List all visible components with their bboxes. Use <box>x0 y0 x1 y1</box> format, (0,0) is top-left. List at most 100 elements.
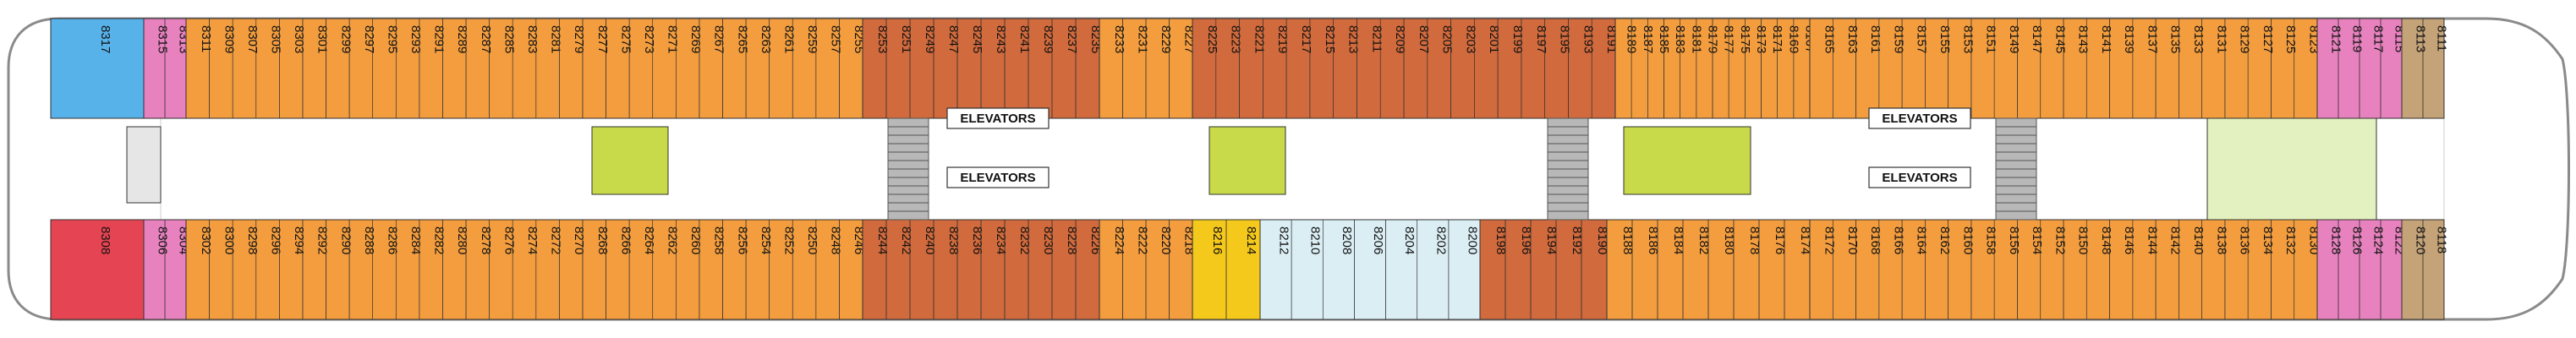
bottom-cabin-number: 8236 <box>970 226 984 254</box>
top-cabin-number: 8139 <box>2122 25 2136 53</box>
bottom-cabin-number: 8118 <box>2435 226 2449 254</box>
top-cabin-number: 8263 <box>759 25 773 53</box>
top-cabin-number: 8121 <box>2329 25 2343 53</box>
bottom-cabin-number: 8272 <box>549 226 563 254</box>
top-cabin-number: 8297 <box>362 25 376 53</box>
top-cabin-number: 8129 <box>2238 25 2252 53</box>
bottom-cabin-number: 8126 <box>2350 226 2365 254</box>
bottom-cabin-number: 8132 <box>2283 226 2298 254</box>
bottom-cabin-number: 8180 <box>1722 226 1736 254</box>
bottom-block <box>50 219 145 320</box>
bottom-cabin-number: 8294 <box>292 226 306 254</box>
bottom-cabin-number: 8212 <box>1277 226 1291 254</box>
feature-area <box>2206 117 2377 221</box>
top-cabin-number: 8291 <box>432 25 447 53</box>
elevator-label: ELEVATORS <box>960 171 1035 185</box>
bottom-cabin-number: 8280 <box>455 226 469 254</box>
bottom-cabin-number: 8254 <box>759 226 773 254</box>
top-cabin-number: 8289 <box>455 25 469 53</box>
top-cabin-number: 8305 <box>269 25 283 53</box>
bottom-cabin-number: 8308 <box>98 226 112 254</box>
top-cabin-number: 8267 <box>712 25 726 53</box>
bottom-cabin-number: 8172 <box>1822 226 1837 254</box>
bottom-cabin-number: 8152 <box>2053 226 2067 254</box>
bottom-cabin-number: 8142 <box>2168 226 2183 254</box>
top-cabin-number: 8281 <box>549 25 563 53</box>
top-cabin-number: 8299 <box>338 25 353 53</box>
bottom-cabin-number: 8124 <box>2371 226 2386 254</box>
top-cabin-number: 8145 <box>2053 25 2067 53</box>
bottom-cabin-number: 8258 <box>712 226 726 254</box>
bottom-cabin-number: 8222 <box>1135 226 1149 254</box>
top-cabin-number: 8245 <box>970 25 984 53</box>
top-cabin-number: 8135 <box>2168 25 2183 53</box>
top-cabin-number: 8311 <box>199 25 213 52</box>
elevator-label: ELEVATORS <box>960 112 1035 126</box>
top-cabin-number: 8239 <box>1041 25 1055 53</box>
top-cabin-number: 8141 <box>2099 25 2113 53</box>
top-cabin-number: 8309 <box>222 25 236 53</box>
elevator-box <box>1868 166 1971 188</box>
top-cabin-number: 8201 <box>1487 25 1501 53</box>
bottom-cabin <box>2422 219 2445 320</box>
bottom-cabin-number: 8220 <box>1159 226 1173 254</box>
bottom-cabin-number: 8298 <box>245 226 260 254</box>
top-cabin-number: 8287 <box>479 25 493 53</box>
bottom-cabin-number: 8144 <box>2145 226 2159 254</box>
top-cabin-number: 8219 <box>1275 25 1290 53</box>
bottom-block <box>1259 219 1481 320</box>
top-cabin-number: 8211 <box>1369 25 1384 52</box>
elevator-box <box>946 107 1050 129</box>
bottom-cabin-number: 8178 <box>1747 226 1762 254</box>
top-cabin-number: 8147 <box>2030 25 2044 53</box>
top-cabin-number: 8203 <box>1463 25 1477 53</box>
top-cabin-number: 8283 <box>525 25 540 53</box>
top-cabin-number: 8257 <box>829 25 843 53</box>
bottom-cabin-number: 8184 <box>1671 226 1685 254</box>
top-cabin-number: 8241 <box>1017 25 1032 53</box>
bottom-cabin-number: 8270 <box>572 226 586 254</box>
feature-area <box>1209 126 1286 195</box>
top-cabin-number: 8159 <box>1891 25 1905 53</box>
bottom-cabin-number: 8196 <box>1519 226 1533 254</box>
top-cabin-number: 8119 <box>2350 25 2365 52</box>
bottom-cabin-number: 8194 <box>1544 226 1559 254</box>
top-cabin-number: 8223 <box>1229 25 1243 53</box>
bottom-cabin-number: 8134 <box>2261 226 2275 254</box>
top-cabin-number: 8163 <box>1845 25 1860 53</box>
top-cabin-number: 8157 <box>1915 25 1929 53</box>
top-cabin-number: 8259 <box>805 25 819 53</box>
elevator-box <box>946 166 1050 188</box>
elevator-label: ELEVATORS <box>1882 112 1957 126</box>
bottom-cabin-number: 8140 <box>2191 226 2206 254</box>
bottom-cabin-number: 8268 <box>595 226 610 254</box>
bottom-cabin-number: 8300 <box>222 226 236 254</box>
top-cabin-number: 8155 <box>1937 25 1952 53</box>
stairwell <box>1547 117 1589 221</box>
top-cabin-number: 8307 <box>245 25 260 53</box>
bottom-cabin-number: 8190 <box>1595 226 1609 254</box>
bottom-cabin-number: 8192 <box>1570 226 1584 254</box>
top-cabin-number: 8213 <box>1346 25 1361 53</box>
elevator-box <box>1868 107 1971 129</box>
top-cabin-number: 8151 <box>1984 25 1998 53</box>
bottom-cabin-number: 8170 <box>1845 226 1860 254</box>
bottom-cabin-number: 8260 <box>688 226 703 254</box>
top-cabin-number: 8217 <box>1299 25 1313 53</box>
top-cabin-number: 8247 <box>946 25 961 53</box>
bottom-cabin-number: 8274 <box>525 226 540 254</box>
top-cabin-number: 8197 <box>1534 25 1548 53</box>
bottom-cabin-number: 8164 <box>1915 226 1929 254</box>
top-block <box>50 18 145 119</box>
top-cabin-number: 8165 <box>1822 25 1837 53</box>
top-cabin-number: 8127 <box>2261 25 2275 53</box>
bottom-cabin-number: 8282 <box>432 226 447 254</box>
bottom-cabin-number: 8290 <box>338 226 353 254</box>
bottom-cabin-number: 8214 <box>1244 226 1258 254</box>
feature-area <box>1623 126 1751 195</box>
bottom-cabin-number: 8228 <box>1065 226 1079 254</box>
bottom-cabin-number: 8202 <box>1433 226 1448 254</box>
bottom-cabin-number: 8146 <box>2122 226 2136 254</box>
stairwell <box>887 117 929 221</box>
bottom-cabin-number: 8162 <box>1937 226 1952 254</box>
